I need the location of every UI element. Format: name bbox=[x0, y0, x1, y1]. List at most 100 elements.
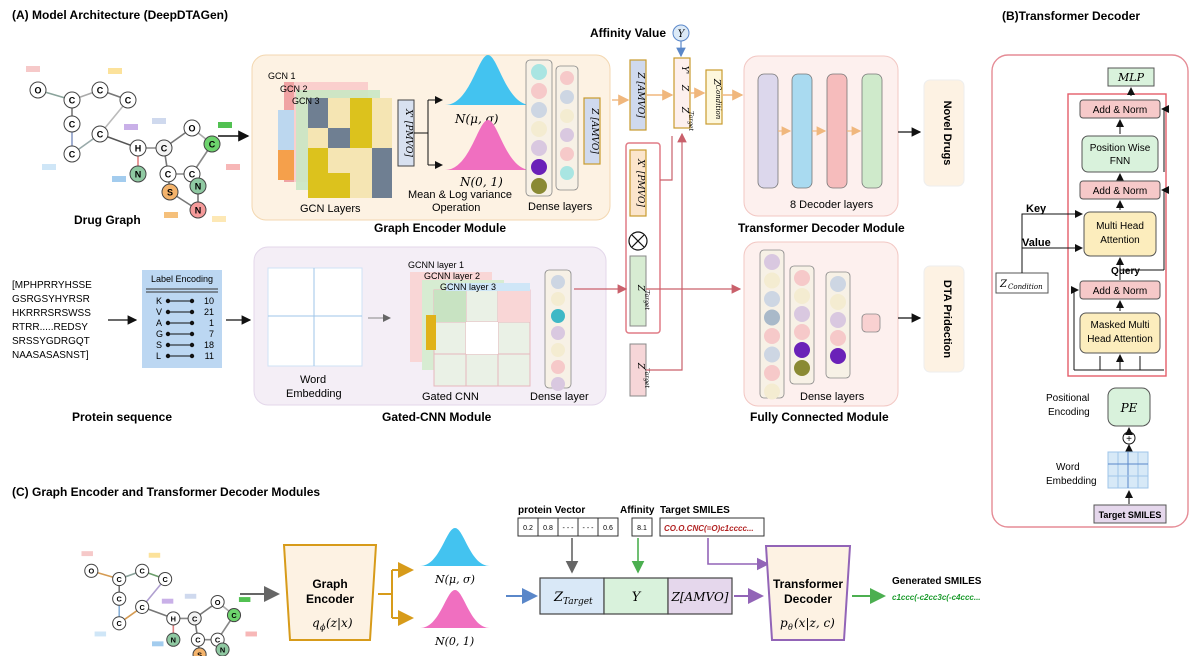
atom-label: S bbox=[167, 188, 173, 198]
atom-label: C bbox=[117, 619, 123, 628]
atom-node bbox=[226, 608, 242, 623]
z-amvo-label: Z [AMVO] bbox=[589, 107, 599, 154]
decoder-layer-3 bbox=[826, 73, 848, 189]
decoder-layer-4 bbox=[861, 73, 883, 189]
dense-node bbox=[794, 270, 810, 286]
z-amvo-box bbox=[583, 97, 601, 165]
protein-sequence-text: [MPHPRRYHSSEGSRGSYHYRSRHKRRRSRSWSSRTRR..… bbox=[12, 280, 92, 361]
atom-label: C bbox=[189, 170, 196, 180]
label-map-key: S bbox=[156, 340, 162, 350]
dense-node bbox=[560, 90, 574, 104]
gaussian-01 bbox=[445, 120, 531, 170]
dense-node bbox=[764, 328, 780, 344]
word-embedding-grid bbox=[267, 267, 363, 367]
b-target-smiles-box bbox=[1093, 504, 1167, 524]
label-map-value: 1 bbox=[209, 318, 214, 328]
novel-drugs-label: Novel Drugs bbox=[941, 101, 953, 166]
label-map-key: V bbox=[156, 307, 162, 317]
c-q-phi: q bbox=[312, 616, 320, 630]
label-map-key: L bbox=[156, 351, 161, 361]
dense-node bbox=[551, 326, 565, 340]
atom-label: C bbox=[69, 96, 76, 106]
protein-vector-value: 0.8 bbox=[543, 525, 553, 532]
masked-mha-box bbox=[1079, 312, 1161, 354]
key-label: Key bbox=[1026, 203, 1047, 215]
atom-tag bbox=[112, 176, 126, 182]
c-q-phi-tail: (z|x) bbox=[326, 616, 353, 630]
atom-tag bbox=[184, 593, 197, 599]
atom-label: H bbox=[135, 144, 142, 154]
gcnn-stack bbox=[410, 272, 531, 387]
c-z-target-cell bbox=[539, 577, 605, 615]
mha-label-1: Multi Head bbox=[1096, 221, 1144, 232]
protein-sequence-line: SRSSYGDRGQT bbox=[12, 336, 90, 347]
c-z-target-sub: Target bbox=[563, 597, 593, 607]
gcn-label-1: GCN 1 bbox=[268, 71, 296, 81]
pe-label: PE bbox=[1120, 401, 1138, 415]
atom-node bbox=[91, 81, 109, 99]
pos-enc-label-1: Positional bbox=[1046, 393, 1089, 404]
dense-node bbox=[560, 147, 574, 161]
c-affinity-label: Affinity bbox=[620, 505, 655, 516]
c-transformer-decoder-shape bbox=[764, 545, 852, 641]
decoder-block-frame bbox=[1067, 93, 1167, 377]
atom-node bbox=[166, 611, 181, 626]
add-norm-1-label: Add & Norm bbox=[1093, 286, 1147, 297]
atom-label: C bbox=[69, 150, 76, 160]
c-target-smiles-box bbox=[659, 517, 765, 537]
protein-vector-cell bbox=[597, 517, 619, 537]
atom-node bbox=[189, 177, 207, 195]
dense-node bbox=[531, 140, 547, 156]
dense-node bbox=[531, 83, 547, 99]
protein-sequence-line: [MPHPRRYHSSE bbox=[12, 280, 92, 291]
dense-node bbox=[551, 377, 565, 391]
dense-node bbox=[560, 128, 574, 142]
pos-enc-label-2: Encoding bbox=[1048, 407, 1090, 418]
c-p-theta-sub: θ bbox=[788, 623, 793, 632]
c-q-phi-sub: ϕ bbox=[320, 623, 326, 632]
atom-label: C bbox=[192, 614, 198, 623]
c-gaussian-mu-sigma bbox=[420, 528, 490, 566]
gated-dense-nodes bbox=[551, 275, 565, 391]
c-generated-smiles-label: Generated SMILES bbox=[892, 576, 982, 587]
transformer-decoder-module-label: Transformer Decoder Module bbox=[738, 221, 905, 235]
affinity-y-label: Y bbox=[678, 29, 686, 40]
atom-label: C bbox=[139, 603, 145, 612]
concat-z-target-sub: Target bbox=[687, 111, 694, 131]
dense-node bbox=[764, 309, 780, 326]
dense-node bbox=[560, 71, 574, 85]
dense-node bbox=[830, 330, 846, 346]
c-graph-encoder-shape bbox=[282, 544, 378, 641]
add-norm-2 bbox=[1079, 180, 1161, 200]
atom-node bbox=[63, 145, 81, 163]
section-b-title: (B)Transformer Decoder bbox=[1002, 9, 1140, 23]
add-norm-3-label: Add & Norm bbox=[1093, 105, 1147, 116]
atom-label: C bbox=[231, 611, 237, 620]
protein-vector-value: - - - bbox=[583, 525, 595, 532]
protein-sequence-label: Protein sequence bbox=[72, 410, 172, 424]
label-map-value: 11 bbox=[205, 351, 214, 361]
atom-label: H bbox=[171, 614, 176, 623]
atom-label: C bbox=[165, 170, 172, 180]
atom-node bbox=[166, 632, 181, 647]
dense-node bbox=[560, 166, 574, 180]
operation-label: Operation bbox=[432, 202, 480, 214]
dense-node bbox=[764, 346, 780, 363]
atom-tag bbox=[152, 641, 164, 647]
atom-label: C bbox=[209, 140, 216, 150]
encoder-dense-label: Dense layers bbox=[528, 201, 593, 213]
normal-01-label: N(0, 1) bbox=[459, 175, 503, 189]
atom-node bbox=[91, 125, 109, 143]
atom-node bbox=[135, 563, 150, 578]
lower-z-target-label: Z bbox=[635, 362, 645, 370]
atom-node bbox=[159, 165, 177, 183]
atom-tag bbox=[26, 66, 40, 72]
atom-label: N bbox=[135, 170, 142, 180]
fully-connected-module-label: Fully Connected Module bbox=[750, 410, 889, 424]
dense-node bbox=[551, 360, 565, 374]
section-a-title: (A) Model Architecture (DeepDTAGen) bbox=[12, 8, 228, 22]
z-condition-box bbox=[705, 69, 723, 125]
